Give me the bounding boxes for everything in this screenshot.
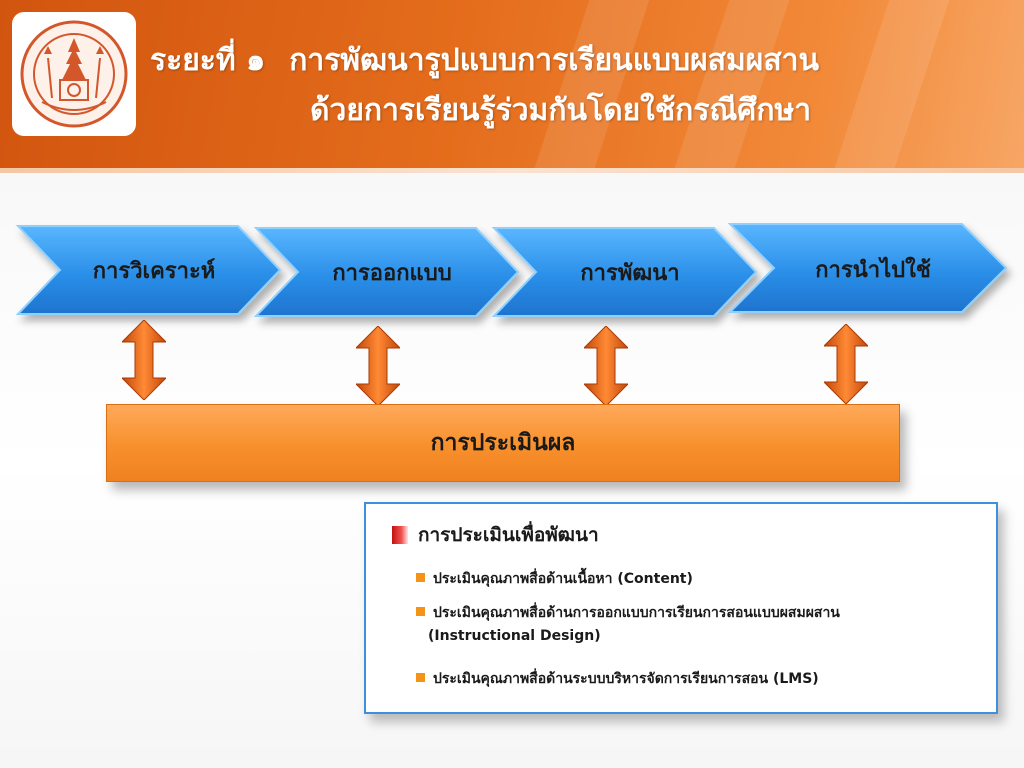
stage-label: การนำไปใช้: [815, 258, 931, 283]
evaluation-bar: การประเมินผล: [106, 404, 900, 482]
square-bullet-icon: [416, 607, 425, 616]
slide-header: ระยะที่ ๑ การพัฒนารูปแบบการเรียนแบบผสมผสา…: [0, 0, 1024, 168]
stage-label: การวิเคราะห์: [92, 258, 216, 284]
chevron-shape: [727, 223, 1008, 313]
square-bullet-icon: [416, 573, 425, 582]
list-item: ประเมินคุณภาพสื่อด้านการออกแบบการเรียนกา…: [416, 602, 840, 624]
square-bullet-icon: [416, 673, 425, 682]
stage-analysis: การวิเคราะห์: [15, 225, 282, 315]
list-item: ประเมินคุณภาพสื่อด้านระบบบริหารจัดการเรี…: [416, 668, 819, 690]
title-line-2: ด้วยการเรียนรู้ร่วมกันโดยใช้กรณีศึกษา: [310, 93, 812, 128]
stage-design: การออกแบบ: [253, 227, 520, 317]
list-item-continuation: (Instructional Design): [428, 628, 601, 644]
header-streak: [824, 0, 956, 168]
list-item: ประเมินคุณภาพสื่อด้านเนื้อหา (Content): [416, 568, 693, 590]
stage-implementation: การนำไปใช้: [727, 223, 1008, 313]
list-item-text: ประเมินคุณภาพสื่อด้านระบบบริหารจัดการเรี…: [433, 671, 819, 687]
evaluation-label: การประเมินผล: [430, 430, 576, 456]
logo-box: [12, 12, 136, 136]
slide-title: ระยะที่ ๑ การพัฒนารูปแบบการเรียนแบบผสมผสา…: [150, 36, 819, 86]
list-item-text: ประเมินคุณภาพสื่อด้านเนื้อหา (Content): [433, 571, 693, 587]
red-square-icon: [392, 526, 408, 544]
stage-development: การพัฒนา: [491, 227, 758, 317]
stage-label: การพัฒนา: [580, 260, 680, 286]
header-divider: [0, 168, 1024, 173]
double-vertical-arrow-icon: [824, 324, 868, 404]
university-seal-icon: [20, 20, 128, 128]
chevron-shape: [491, 227, 758, 317]
double-vertical-arrow-icon: [584, 326, 628, 406]
phase-label: ระยะที่ ๑: [150, 43, 266, 78]
panel-heading: การประเมินเพื่อพัฒนา: [392, 520, 599, 550]
title-line-1: การพัฒนารูปแบบการเรียนแบบผสมผสาน: [289, 43, 820, 78]
list-item-text: ประเมินคุณภาพสื่อด้านการออกแบบการเรียนกา…: [433, 605, 840, 621]
stage-label: การออกแบบ: [332, 260, 452, 286]
double-vertical-arrow-icon: [122, 320, 166, 400]
double-vertical-arrow-icon: [356, 326, 400, 406]
chevron-shape: [253, 227, 520, 317]
panel-heading-text: การประเมินเพื่อพัฒนา: [418, 524, 599, 546]
formative-evaluation-panel: การประเมินเพื่อพัฒนา ประเมินคุณภาพสื่อด้…: [364, 502, 998, 714]
chevron-shape: [15, 225, 282, 315]
